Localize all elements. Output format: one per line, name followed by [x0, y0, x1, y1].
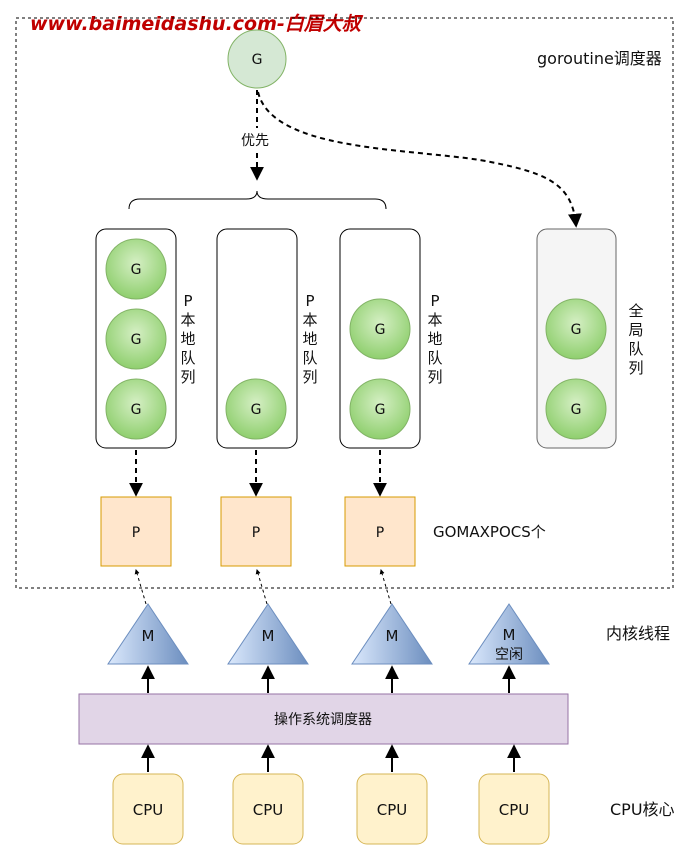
new-goroutine-label: G — [252, 52, 263, 68]
goroutine — [105, 378, 167, 440]
m-to-p-arrow — [134, 569, 147, 605]
idle-label: 空闲 — [495, 647, 523, 663]
local-queues-brace — [128, 190, 387, 210]
svg-text:列: 列 — [180, 368, 195, 386]
svg-text:列: 列 — [628, 359, 643, 377]
goroutine — [545, 378, 607, 440]
processor-p-3 — [344, 496, 416, 567]
goroutine-label: G — [571, 402, 582, 418]
machine-thread-label: M — [262, 627, 275, 645]
goroutine-label: G — [131, 332, 142, 348]
kernel-thread-label: 内核线程 — [606, 624, 670, 643]
svg-text:地: 地 — [302, 330, 317, 348]
goroutine-label: G — [251, 402, 262, 418]
cpu-core-2 — [232, 773, 304, 845]
goroutine-label: G — [131, 402, 142, 418]
cpu-label: CPU — [377, 801, 408, 819]
svg-text:全: 全 — [628, 302, 643, 320]
global-queue-arrow — [257, 91, 582, 228]
svg-text:P: P — [183, 292, 192, 310]
machine-thread-m-1 — [107, 603, 189, 665]
scheduler-title: goroutine调度器 — [537, 49, 662, 68]
machine-thread-label: M — [142, 627, 155, 645]
processor-label: P — [376, 525, 384, 541]
machine-thread-label: M — [386, 627, 399, 645]
machine-thread-m-2 — [227, 603, 309, 665]
processor-p-2 — [220, 496, 292, 567]
local-queue-label: P 本 地 队 列 — [302, 292, 317, 386]
m-to-p-arrow — [379, 569, 392, 605]
global-queue-label: 全 局 队 列 — [628, 302, 643, 377]
cpu-core-3 — [356, 773, 428, 845]
goroutine-label: G — [375, 322, 386, 338]
svg-text:本: 本 — [180, 311, 195, 329]
new-goroutine — [227, 29, 287, 89]
svg-text:本: 本 — [302, 311, 317, 329]
svg-text:队: 队 — [180, 349, 195, 367]
machine-thread-m-3 — [351, 603, 433, 665]
goroutine-label: G — [375, 402, 386, 418]
svg-text:队: 队 — [427, 349, 442, 367]
svg-text:列: 列 — [302, 368, 317, 386]
machine-thread-label: M — [503, 626, 516, 644]
m-to-p-arrow — [255, 569, 268, 605]
svg-text:P: P — [305, 292, 314, 310]
goroutine — [225, 378, 287, 440]
goroutine — [349, 378, 411, 440]
goroutine — [105, 308, 167, 370]
watermark-text: www.baimeidashu.com-白眉大叔 — [30, 13, 364, 35]
cpu-core-label: CPU核心 — [610, 800, 675, 819]
svg-text:队: 队 — [302, 349, 317, 367]
svg-text:列: 列 — [427, 368, 442, 386]
machine-thread-m-idle — [468, 603, 550, 665]
cpu-label: CPU — [499, 801, 530, 819]
priority-label: 优先 — [241, 133, 269, 149]
local-queue-label: P 本 地 队 列 — [180, 292, 195, 386]
goroutine — [545, 298, 607, 360]
processor-p-1 — [100, 496, 172, 567]
svg-text:地: 地 — [180, 330, 195, 348]
svg-text:队: 队 — [628, 340, 643, 358]
processor-label: P — [252, 525, 260, 541]
svg-text:地: 地 — [427, 330, 442, 348]
goroutine-label: G — [571, 322, 582, 338]
cpu-core-4 — [478, 773, 550, 845]
gomaxprocs-label: GOMAXPOCS个 — [433, 523, 546, 541]
svg-text:P: P — [430, 292, 439, 310]
goroutine-label: G — [131, 262, 142, 278]
processor-label: P — [132, 525, 140, 541]
local-queue-label: P 本 地 队 列 — [427, 292, 442, 386]
os-scheduler-label: 操作系统调度器 — [274, 712, 372, 728]
cpu-label: CPU — [253, 801, 284, 819]
goroutine-scheduler-border — [15, 17, 674, 589]
goroutine — [349, 298, 411, 360]
svg-text:局: 局 — [628, 321, 643, 339]
goroutine — [105, 238, 167, 300]
cpu-label: CPU — [133, 801, 164, 819]
cpu-core-1 — [112, 773, 184, 845]
os-scheduler — [78, 693, 569, 745]
svg-text:本: 本 — [427, 311, 442, 329]
